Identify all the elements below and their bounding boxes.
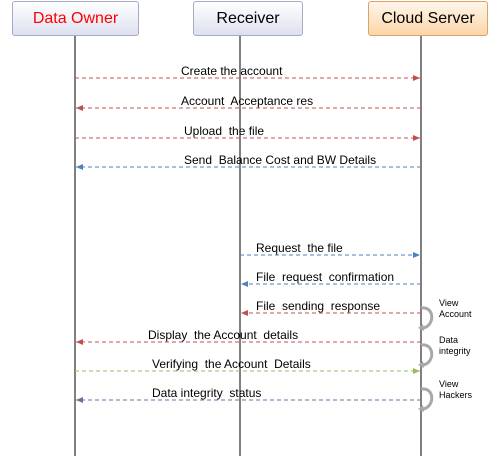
message-label: Data integrity status — [152, 386, 261, 400]
message-label: Send Balance Cost and BW Details — [184, 153, 376, 167]
actor-cloud-server: Cloud Server — [368, 1, 488, 36]
self-call-arrowhead — [418, 361, 424, 368]
actor-label-cloud-server: Cloud Server — [381, 9, 475, 27]
message-label: File request confirmation — [256, 270, 394, 284]
actor-receiver: Receiver — [193, 1, 303, 36]
lifelines — [74, 36, 422, 456]
self-note-label: Data — [439, 335, 458, 345]
actor-label-data-owner: Data Owner — [32, 9, 119, 27]
message-label: Verifying the Account Details — [152, 357, 311, 371]
self-call-loop — [420, 387, 434, 411]
self-note-label: Hackers — [439, 390, 473, 400]
self-call-loop — [420, 343, 434, 367]
self-call-arrowhead — [418, 324, 424, 331]
self-note-label: Account — [439, 309, 472, 319]
self-note-label: View — [439, 379, 459, 389]
message-label: Upload the file — [184, 124, 264, 138]
self-note-label: integrity — [439, 346, 471, 356]
self-call-arrowhead — [418, 405, 424, 412]
message-label: Account Acceptance res — [181, 94, 313, 108]
self-note-label: View — [439, 298, 459, 308]
self-call-loop — [420, 306, 434, 330]
message-label: Create the account — [181, 64, 283, 78]
message-label: Display the Account details — [148, 328, 298, 342]
message-label: File sending response — [256, 299, 380, 313]
message-label: Request the file — [256, 241, 343, 255]
actor-data-owner: Data Owner — [12, 1, 139, 36]
actor-label-receiver: Receiver — [216, 9, 280, 27]
